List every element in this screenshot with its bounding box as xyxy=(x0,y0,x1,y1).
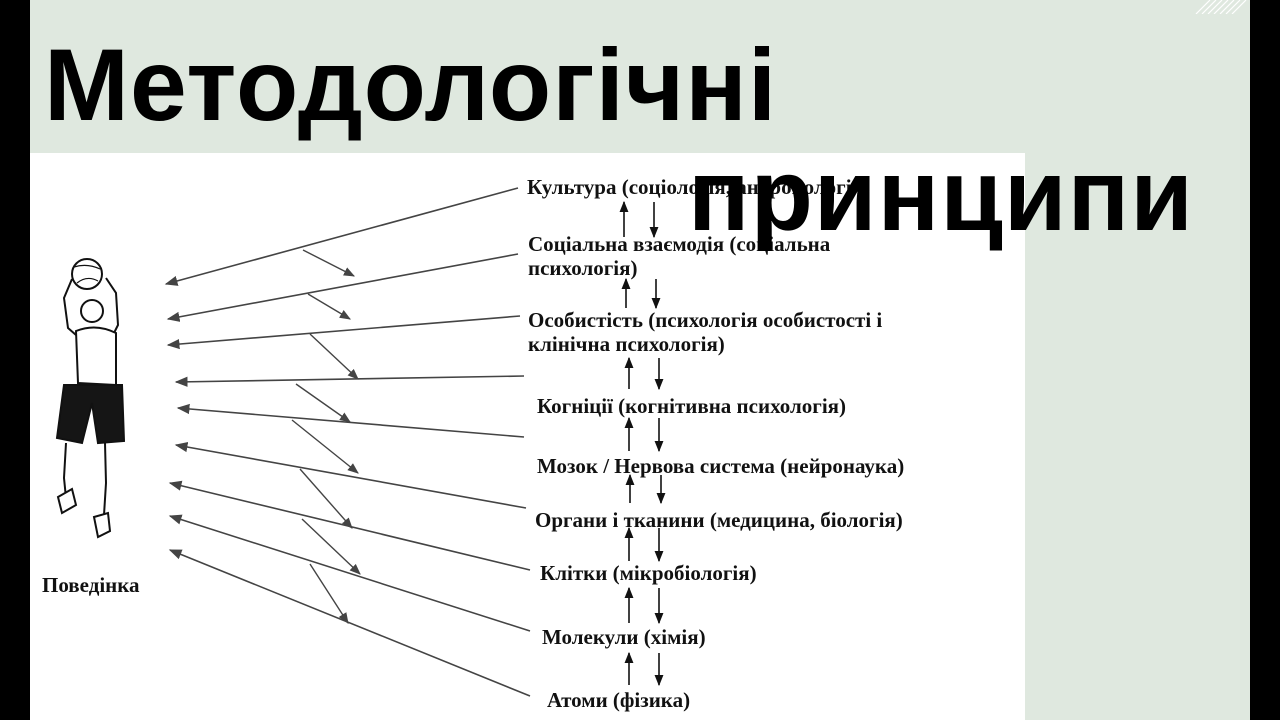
behavior-line xyxy=(174,442,527,509)
level-label-social-interaction: Соціальна взаємодія (соціальна психологі… xyxy=(528,232,830,280)
level-label-cells: Клітки (мікробіологія) xyxy=(540,561,757,585)
interaction-arrow xyxy=(301,518,361,575)
level-label-line: Соціальна взаємодія (соціальна xyxy=(528,232,831,256)
level-label-culture: Культура (соціологія, антропологія) xyxy=(527,175,870,199)
level-updown-arrows xyxy=(619,200,666,687)
behavior-line xyxy=(176,403,525,438)
level-label-organs: Органи і тканини (медицина, біологія) xyxy=(535,508,903,532)
level-label-cognition: Когніції (когнітивна психологія) xyxy=(537,394,846,418)
interaction-arrow xyxy=(291,419,359,474)
levels-diagram xyxy=(55,187,666,697)
interaction-arrow xyxy=(307,293,351,320)
behavior-line xyxy=(166,315,521,350)
level-label-line: Молекули (хімія) xyxy=(542,625,706,649)
behavior-line xyxy=(164,187,519,286)
level-label-brain: Мозок / Нервова система (нейронаука) xyxy=(537,454,904,478)
diagram-panel: Поведінка Культура (соціологія, антропол… xyxy=(30,153,1025,720)
slide-title-line-2: принципи xyxy=(688,138,1194,252)
level-label-personality: Особистість (психологія особистості і кл… xyxy=(528,308,882,356)
corner-hatch-decoration xyxy=(1195,0,1247,14)
behavior-line xyxy=(168,514,531,632)
level-label-line: Атоми (фізика) xyxy=(547,688,691,712)
level-label-line: Культура (соціологія, антропологія) xyxy=(527,175,870,199)
level-label-line-2: клінічна психологія) xyxy=(528,332,725,356)
level-label-line: Мозок / Нервова система (нейронаука) xyxy=(537,454,905,478)
level-label-line: Особистість (психологія особистості і xyxy=(528,308,883,332)
interaction-arrow xyxy=(302,249,355,277)
behavior-line xyxy=(174,375,525,387)
level-label-atoms: Атоми (фізика) xyxy=(547,688,690,712)
level-label-line: Клітки (мікробіологія) xyxy=(540,561,757,585)
behavior-label: Поведінка xyxy=(42,573,140,597)
slide-title-line-1: Методологічні xyxy=(44,28,778,142)
level-label-line: Когніції (когнітивна психологія) xyxy=(537,394,847,418)
interaction-arrow xyxy=(299,468,353,529)
level-to-behavior-lines xyxy=(164,187,531,697)
interaction-arrow xyxy=(295,383,351,423)
interaction-arrow xyxy=(309,563,349,624)
interaction-arrow xyxy=(309,333,359,380)
behavior-line xyxy=(166,253,519,322)
level-label-molecules: Молекули (хімія) xyxy=(542,625,706,649)
basketball-player-figure xyxy=(55,258,126,539)
level-label-line-2: психологія) xyxy=(528,256,638,280)
interaction-arrows xyxy=(291,249,361,624)
level-label-line: Органи і тканини (медицина, біологія) xyxy=(535,508,903,532)
behavior-line xyxy=(168,549,531,697)
slide: Поведінка Культура (соціологія, антропол… xyxy=(30,0,1250,720)
